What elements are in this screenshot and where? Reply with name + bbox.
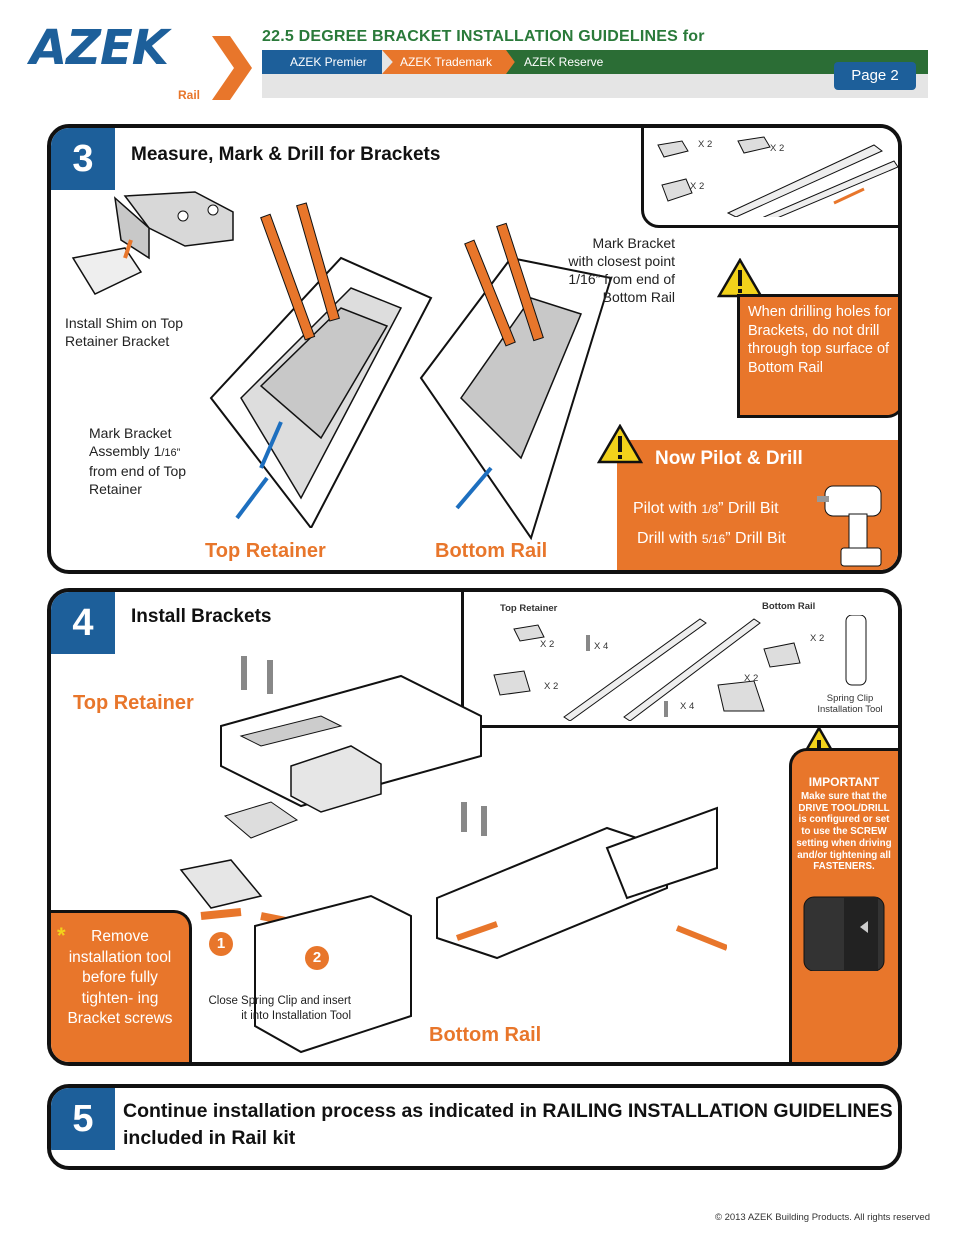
step3-label-top-retainer: Top Retainer — [205, 540, 326, 562]
kit-tool-label: Spring Clip Installation Tool — [817, 693, 883, 715]
kit4-qty-5: X 4 — [680, 701, 695, 712]
shim-note: Install Shim on Top Retainer Bracket — [65, 315, 184, 349]
tab-azek-reserve: AZEK Reserve — [506, 50, 616, 74]
shim-bracket-illustration — [71, 191, 234, 295]
kit-qty-3: X 2 — [690, 181, 705, 192]
doc-title: 22.5 DEGREE BRACKET INSTALLATION GUIDELI… — [262, 28, 705, 45]
kit4-qty-1: X 2 — [540, 639, 555, 650]
azek-logo: AZEK — [30, 20, 169, 76]
remove-tool-box: * Remove installation tool before fully … — [51, 910, 192, 1062]
step5-panel: 5 Continue installation process as indic… — [47, 1084, 902, 1170]
step3-number: 3 — [51, 128, 115, 190]
rail-parts-icon — [726, 144, 898, 217]
mark-bracket-line2: with closest point — [568, 253, 675, 269]
important-title: IMPORTANT — [808, 775, 880, 789]
mark-bracket-line3b: /16” from end of — [576, 271, 675, 287]
drill-line-b: 5/16 — [701, 532, 726, 546]
mark-assembly-line2a: Assembly 1 — [89, 443, 162, 459]
tab-azek-trademark: AZEK Trademark — [382, 50, 517, 74]
step5-number: 5 — [51, 1088, 115, 1150]
mark-bracket-line1: Mark Bracket — [592, 235, 675, 251]
step4-label-top-retainer: Top Retainer — [73, 692, 194, 714]
pilot-line: Pilot with 1/8” Drill Bit — [633, 500, 779, 518]
step4-label-bottom-rail: Bottom Rail — [429, 1024, 542, 1046]
footer-copyright: © 2013 AZEK Building Products. All right… — [714, 1212, 930, 1223]
important-text: Make sure that the DRIVE TOOL/DRILL is c… — [796, 791, 892, 873]
step4-panel: 4 Install Brackets Top Retainer Bottom R… — [47, 588, 902, 1066]
mark-assembly-line3: from end of Top — [89, 463, 187, 479]
shim-plate-illustration — [223, 801, 299, 839]
kit4-qty-2: X 4 — [594, 641, 609, 652]
drill-icon — [817, 485, 882, 567]
kit-qty-1: X 2 — [698, 139, 713, 150]
kit4-qty-3: X 2 — [544, 681, 559, 692]
top-retainer-illustration — [209, 202, 433, 528]
pilot-line-c: ” Drill Bit — [718, 500, 779, 517]
step4-kit-box: Top Retainer Bottom Rail X 2 X 4 X 2 X 2… — [461, 592, 898, 728]
important-box: IMPORTANT Make sure that the DRIVE TOOL/… — [789, 748, 898, 1062]
kit-top-retainer-label: Top Retainer — [500, 603, 558, 614]
mark-bracket-line4: Bottom Rail — [602, 289, 675, 305]
mark-assembly-line4: Retainer — [89, 481, 142, 497]
spring-clip-note: Close Spring Clip and insert it into Ins… — [208, 995, 351, 1022]
step5-text: Continue installation process as indicat… — [123, 1100, 893, 1149]
callout-2: 2 — [305, 946, 329, 970]
logo-chevron-icon — [212, 36, 252, 100]
warning-icon — [717, 258, 763, 298]
top-retainer-assembly-illustration — [220, 656, 482, 813]
bracket-parts-icon — [657, 136, 771, 202]
step3-label-bottom-rail: Bottom Rail — [435, 540, 548, 562]
mark-assembly-line1: Mark Bracket — [89, 425, 172, 441]
kit-qty-2: X 2 — [770, 143, 785, 154]
page-label: Page 2 — [834, 62, 916, 90]
kit-bottom-rail-label: Bottom Rail — [762, 601, 816, 612]
bottom-rail-assembly-illustration — [436, 802, 727, 960]
kit4-qty-6: X 2 — [744, 673, 759, 684]
logo-sub: Rail — [178, 88, 201, 102]
kit4-qty-4: X 2 — [810, 633, 825, 644]
warning-icon-2 — [597, 424, 643, 464]
kit-parts-icon — [493, 615, 867, 721]
step3-kit-box: X 2 X 2 X 2 — [641, 128, 898, 228]
step4-title: Install Brackets — [131, 606, 272, 627]
pilot-line-a: Pilot with — [633, 500, 702, 517]
mark-bracket-note: Mark Bracket with closest point 1/16” fr… — [521, 234, 675, 306]
callout-1: 1 — [209, 932, 233, 956]
mark-assembly-note: Mark Bracket Assembly 1/16” from end of … — [89, 424, 229, 498]
drill-setting-dial-icon — [803, 896, 885, 971]
step4-number: 4 — [51, 592, 115, 654]
drilling-warning-text: When drilling holes for Brackets, do not… — [748, 304, 892, 376]
mark-bracket-line3a: 1 — [568, 271, 577, 287]
pilot-drill-box: Now Pilot & Drill Pilot with 1/8” Drill … — [617, 440, 898, 570]
drill-line-a: Drill with — [637, 530, 702, 547]
header: AZEK Rail 22.5 DEGREE BRACKET INSTALLATI… — [0, 0, 954, 110]
drill-line: Drill with 5/16” Drill Bit — [637, 530, 786, 548]
remove-tool-note: Remove installation tool before fully ti… — [67, 928, 173, 1027]
bottom-rail-illustration — [419, 222, 613, 541]
drill-line-c: ” Drill Bit — [725, 530, 786, 547]
mark-assembly-line2b: /16” — [161, 447, 181, 459]
tab-azek-premier: AZEK Premier — [262, 50, 382, 74]
pilot-line-b: 1/8 — [701, 502, 719, 516]
asterisk-icon: * — [57, 923, 66, 948]
pilot-drill-title: Now Pilot & Drill — [655, 448, 803, 469]
step3-title: Measure, Mark & Drill for Brackets — [131, 144, 441, 165]
drilling-warning-box: When drilling holes for Brackets, do not… — [737, 294, 898, 418]
step3-panel: 3 Measure, Mark & Drill for Brackets X 2… — [47, 124, 902, 574]
spring-clip-illustration — [179, 859, 412, 1054]
